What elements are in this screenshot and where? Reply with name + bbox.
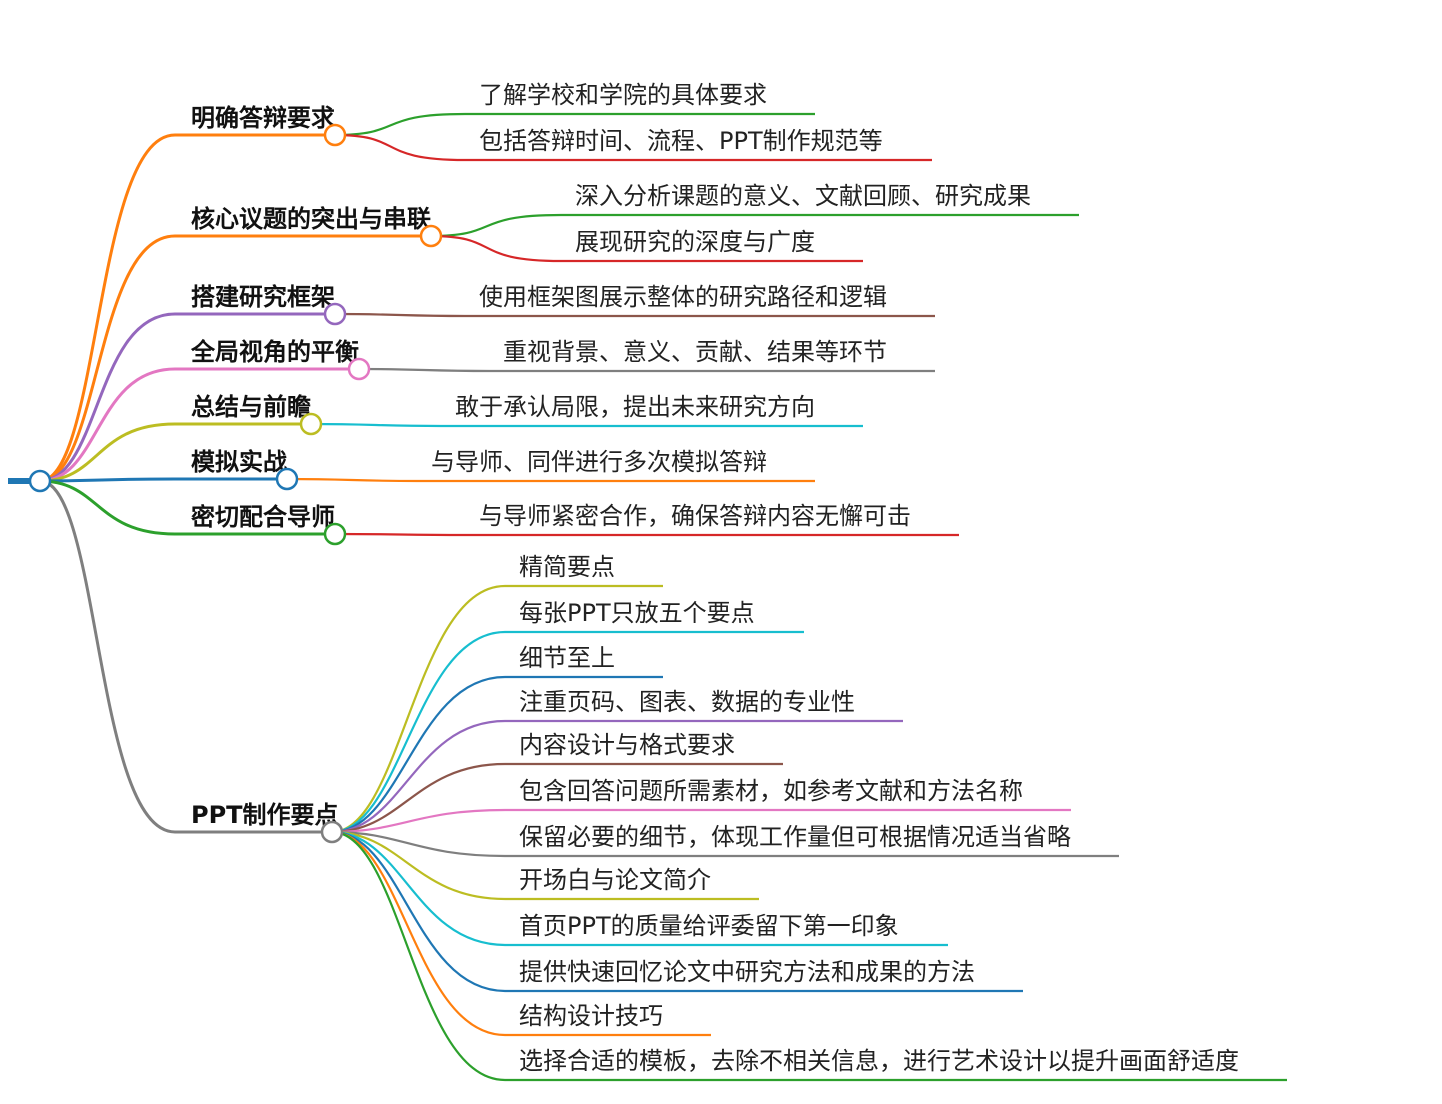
branch-connector [39,234,176,483]
branch-label: 核心议题的突出与串联 [191,205,431,233]
collapse-toggle[interactable] [275,467,299,491]
leaf-connector [430,234,562,263]
leaf-connector [331,830,506,947]
branch-label: 搭建研究框架 [191,283,335,311]
branch-label: 全局视角的平衡 [190,338,359,366]
leaf-label: 每张PPT只放五个要点 [519,599,755,627]
leaf-connector [334,133,466,162]
collapse-toggle[interactable] [419,224,443,248]
leaf-label: 首页PPT的质量给评委留下第一印象 [519,912,899,940]
leaf-label: 敢于承认局限，提出未来研究方向 [455,393,815,421]
leaf-label: 深入分析课题的意义、文献回顾、研究成果 [575,182,1031,210]
leaf-label: 保留必要的细节，体现工作量但可根据情况适当省略 [519,823,1071,851]
leaf-label: 结构设计技巧 [519,1002,663,1030]
branch-connector [39,133,176,483]
leaf-connector [334,112,466,137]
branch-connector [39,477,176,483]
collapse-toggle[interactable] [320,820,344,844]
leaf-connector [331,830,506,901]
leaf-connector [334,312,466,318]
collapse-toggle[interactable] [323,123,347,147]
leaf-connector [331,719,506,834]
leaf-label: 包含回答问题所需素材，如参考文献和方法名称 [519,777,1023,805]
leaf-label: 细节至上 [519,644,615,672]
leaf-label: 与导师、同伴进行多次模拟答辩 [431,448,767,476]
leaf-label: 了解学校和学院的具体要求 [479,81,767,109]
leaf-connector [334,532,466,537]
leaf-label: 包括答辩时间、流程、PPT制作规范等 [479,127,883,155]
leaf-label: 重视背景、意义、贡献、结果等环节 [503,338,887,366]
leaf-label: 使用框架图展示整体的研究路径和逻辑 [479,283,887,311]
leaf-connector [310,422,442,428]
leaf-connector [331,830,506,1037]
branch-connector [39,312,176,483]
leaf-label: 展现研究的深度与广度 [575,228,815,256]
leaf-connector [331,584,506,834]
branch-label: 密切配合导师 [191,503,335,531]
collapse-toggle[interactable] [347,357,371,381]
leaf-connector [331,830,506,858]
collapse-toggle[interactable] [299,412,323,436]
branch-label: 模拟实战 [191,448,287,476]
branch-connector [39,422,176,483]
leaf-connector [331,830,506,993]
leaf-connector [430,213,562,238]
branch-connector [39,367,176,483]
leaf-label: 精简要点 [519,553,615,581]
leaf-connector [358,367,490,373]
branch-label: 总结与前瞻 [191,393,311,421]
leaf-label: 注重页码、图表、数据的专业性 [519,688,855,716]
branch-label: PPT制作要点 [191,801,339,829]
branch-connector [39,479,176,536]
leaf-connector [331,675,506,834]
leaf-connector [331,830,506,1082]
leaf-label: 选择合适的模板，去除不相关信息，进行艺术设计以提升画面舒适度 [519,1047,1239,1075]
leaf-connector [331,762,506,834]
leaf-label: 内容设计与格式要求 [519,731,735,759]
leaf-connector [286,477,418,483]
leaf-label: 提供快速回忆论文中研究方法和成果的方法 [519,958,975,986]
leaf-connector [331,808,506,834]
link-layer [8,112,1287,1082]
root-node[interactable] [28,469,52,493]
collapse-toggle[interactable] [323,302,347,326]
leaf-label: 与导师紧密合作，确保答辩内容无懈可击 [479,502,911,530]
leaf-label: 开场白与论文简介 [519,866,711,894]
branch-label: 明确答辩要求 [191,104,335,132]
collapse-toggle[interactable] [323,522,347,546]
node-layer: 明确答辩要求 了解学校和学院的具体要求包括答辩时间、流程、PPT制作规范等核心议题… [28,81,1239,1075]
branch-connector [39,479,176,834]
leaf-connector [331,630,506,834]
